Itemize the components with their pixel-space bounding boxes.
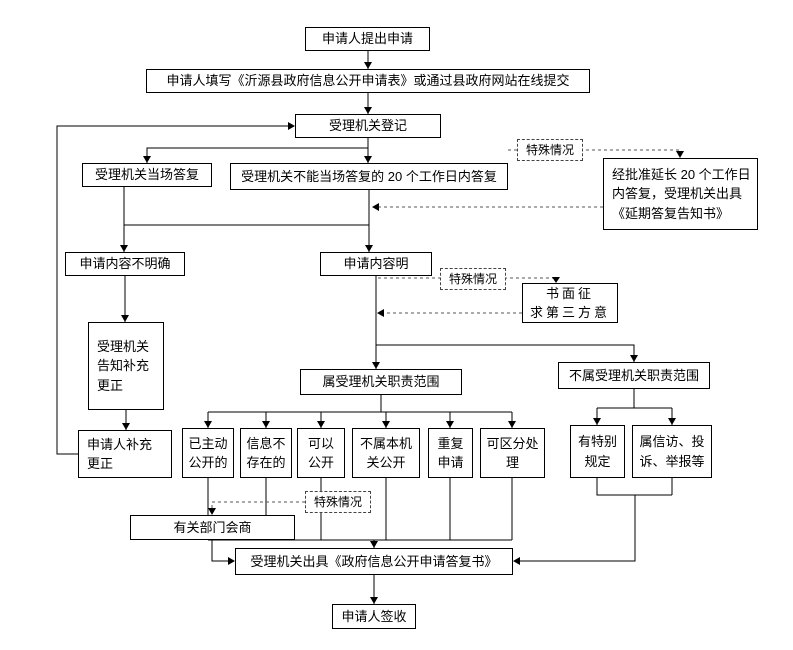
node-can-publish: 可以 公开 [297,428,345,478]
node-special-case-2: 特殊情况 [440,268,506,290]
node-special-case-3: 特殊情况 [305,491,371,513]
node-petition: 属信访、投 诉、举报等 [632,425,712,478]
node-reply-document: 受理机关出具《政府信息公开申请答复书》 [235,548,513,575]
node-notify-supplement: 受理机关 告知补充 更正 [88,322,164,410]
node-register: 受理机关登记 [295,114,441,138]
node-applicant-supplement: 申请人补充 更正 [78,430,172,478]
node-clear-content: 申请内容明 [320,252,432,276]
node-unclear-content: 申请内容不明确 [65,252,185,276]
node-already-published: 已主动 公开的 [182,428,234,478]
node-in-scope: 属受理机关职责范围 [300,369,462,395]
node-other-organ: 不属本机 关公开 [352,428,420,478]
node-partial-handle: 可区分处 理 [480,428,545,478]
node-onspot-reply: 受理机关当场答复 [82,163,212,187]
node-info-not-exist: 信息不 存在的 [240,428,292,478]
node-sign-receive: 申请人签收 [332,604,416,629]
node-third-party-opinion: 书面征 求第三方意 [522,283,618,323]
node-special-rule: 有特别 规定 [570,425,625,478]
node-repeat-apply: 重复 申请 [428,428,473,478]
node-out-of-scope: 不属受理机关职责范围 [558,362,710,389]
node-not-onspot-reply: 受理机关不能当场答复的 20 个工作日内答复 [230,163,508,190]
node-extension: 经批准延长 20 个工作日 内答复，受理机关出具 《延期答复告知书》 [603,158,758,230]
node-fill-form: 申请人填写《沂源县政府信息公开申请表》或通过县政府网站在线提交 [146,69,590,93]
node-department-consult: 有关部门会商 [130,515,295,540]
node-apply: 申请人提出申请 [305,27,430,51]
node-special-case-1: 特殊情况 [517,139,583,161]
